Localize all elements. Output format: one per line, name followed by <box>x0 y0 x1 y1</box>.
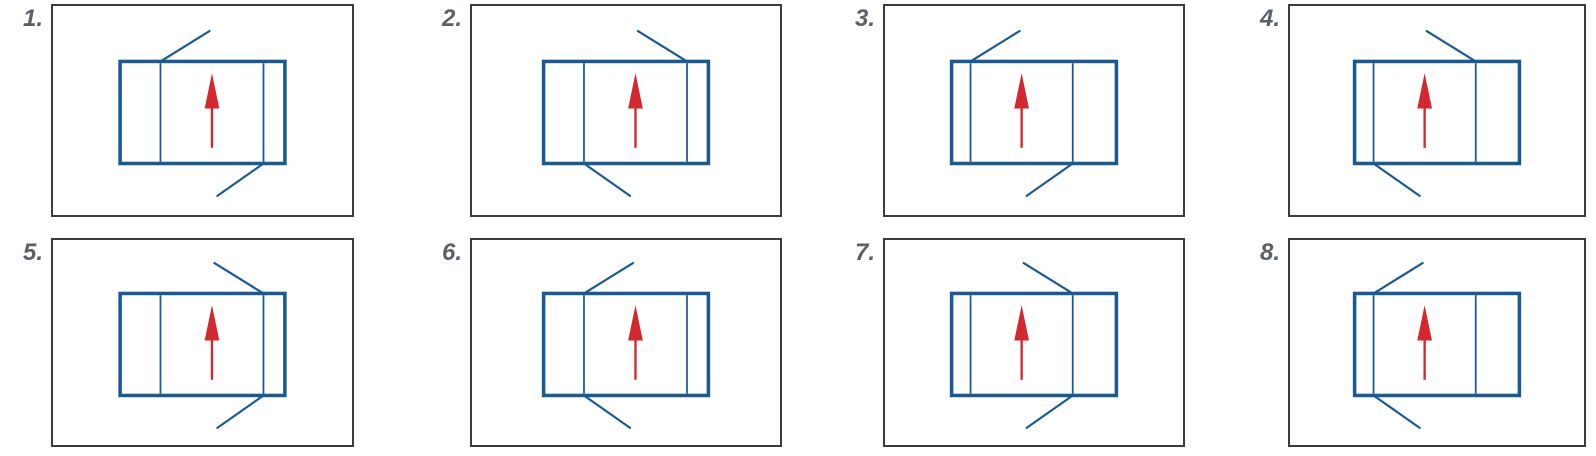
figure-box-outline <box>1352 291 1522 398</box>
option-number-label: 8. <box>1259 239 1280 266</box>
red-arrow-head <box>628 73 643 109</box>
option-figure <box>118 29 287 197</box>
figure-box-outline <box>1352 59 1522 166</box>
answer-option[interactable]: 8. <box>1238 238 1586 447</box>
figure-top-diagonal-line <box>159 29 211 63</box>
red-arrow-head <box>204 305 220 341</box>
figure-box-outline <box>541 59 711 166</box>
figure-top-diagonal-line <box>1022 261 1074 295</box>
option-number-label: 1. <box>22 5 43 32</box>
option-figure <box>1352 261 1522 429</box>
option-frame[interactable] <box>51 4 354 217</box>
red-arrow-head <box>628 305 643 341</box>
option-figure <box>949 29 1119 197</box>
figure-box-outline <box>949 291 1119 398</box>
figure-top-diagonal-line <box>636 29 689 63</box>
option-figure <box>541 261 711 429</box>
red-arrow-head <box>1014 305 1029 341</box>
option-number-label: 4. <box>1259 5 1280 32</box>
figure-bottom-diagonal-line <box>216 394 265 429</box>
option-frame[interactable] <box>883 238 1185 447</box>
red-arrow-head <box>1014 73 1029 109</box>
option-frame[interactable] <box>1288 4 1586 217</box>
figure-top-diagonal-line <box>213 261 265 295</box>
answer-option[interactable]: 4. <box>1238 4 1586 217</box>
option-frame[interactable] <box>883 4 1185 217</box>
figure-bottom-diagonal-line <box>1025 162 1074 197</box>
option-frame[interactable] <box>470 4 782 217</box>
option-frame[interactable] <box>51 238 354 447</box>
answer-option[interactable]: 6. <box>420 238 782 447</box>
option-number-label: 7. <box>854 239 875 266</box>
answer-option[interactable]: 2. <box>420 4 782 217</box>
answer-option[interactable]: 3. <box>833 4 1185 217</box>
option-number-label: 3. <box>854 5 875 32</box>
figure-top-diagonal-line <box>1372 261 1424 295</box>
figure-box-outline <box>949 59 1119 166</box>
answer-option[interactable]: 7. <box>833 238 1185 447</box>
figure-bottom-diagonal-line <box>1372 162 1421 197</box>
figure-top-diagonal-line <box>969 29 1021 63</box>
option-number-label: 2. <box>441 5 462 32</box>
red-arrow-head <box>204 73 220 109</box>
figure-top-diagonal-line <box>1425 29 1477 63</box>
figure-top-diagonal-line <box>582 261 635 295</box>
figure-bottom-diagonal-line <box>1025 394 1074 429</box>
red-arrow-head <box>1417 305 1432 341</box>
figure-bottom-diagonal-line <box>1372 394 1421 429</box>
option-figure <box>118 261 287 429</box>
figure-bottom-diagonal-line <box>582 394 632 429</box>
option-frame[interactable] <box>470 238 782 447</box>
option-number-label: 6. <box>441 239 462 266</box>
figure-bottom-diagonal-line <box>582 162 632 197</box>
option-frame[interactable] <box>1288 238 1586 447</box>
option-figure <box>1352 29 1522 197</box>
answer-option[interactable]: 5. <box>1 238 354 447</box>
figure-box-outline <box>541 291 711 398</box>
figure-box-outline <box>118 59 287 166</box>
answer-option[interactable]: 1. <box>1 4 354 217</box>
red-arrow-head <box>1417 73 1432 109</box>
option-figure <box>949 261 1119 429</box>
option-figure <box>541 29 711 197</box>
figure-bottom-diagonal-line <box>216 162 265 197</box>
option-number-label: 5. <box>22 239 43 266</box>
figure-box-outline <box>118 291 287 398</box>
